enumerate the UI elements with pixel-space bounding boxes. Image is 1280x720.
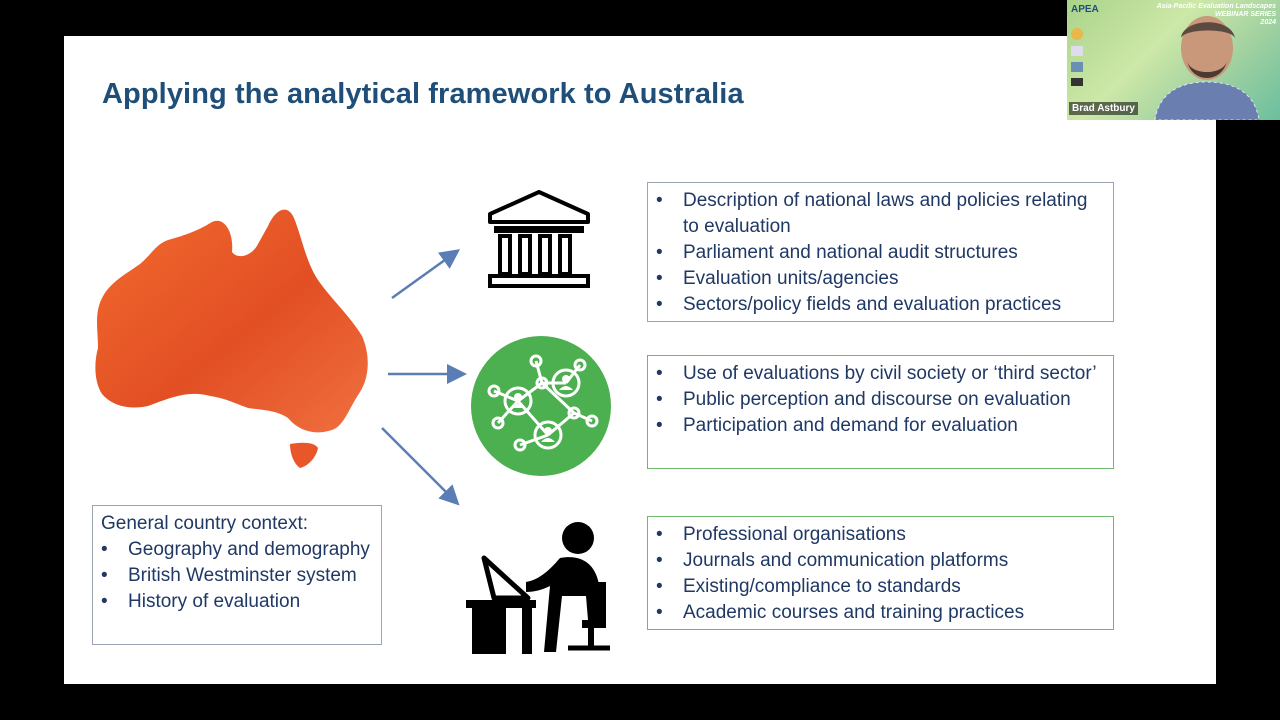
professionalisation-dimension-box: Professional organisations Journals and … <box>647 516 1114 630</box>
list-item: Participation and demand for evaluation <box>656 413 1103 439</box>
arrow-to-profession <box>382 428 456 502</box>
presenter-video-tile[interactable]: APEA Asia-Pacific Evaluation Landscapes … <box>1067 0 1280 120</box>
list-item: Use of evaluations by civil society or ‘… <box>656 361 1103 387</box>
list-item: Academic courses and training practices <box>656 600 1103 626</box>
government-dimension-box: Description of national laws and policie… <box>647 182 1114 322</box>
government-building-icon <box>484 188 594 290</box>
list-item: Sectors/policy fields and evaluation pra… <box>656 292 1103 318</box>
connector-arrows <box>374 236 474 516</box>
sponsor-logos <box>1071 28 1085 86</box>
presentation-slide: Applying the analytical framework to Aus… <box>64 36 1216 684</box>
slide-title: Applying the analytical framework to Aus… <box>102 78 744 111</box>
list-item: British Westminster system <box>101 563 371 589</box>
context-heading: General country context: <box>101 511 371 537</box>
list-item: Description of national laws and policie… <box>656 188 1103 240</box>
arrow-to-government <box>392 252 456 298</box>
presenter-avatar <box>1151 8 1261 120</box>
list-item: Professional organisations <box>656 522 1103 548</box>
list-item: Journals and communication platforms <box>656 548 1103 574</box>
list-item: History of evaluation <box>101 589 371 615</box>
presenter-name-label: Brad Astbury <box>1069 102 1138 115</box>
civil-society-network-icon <box>470 335 612 477</box>
person-at-laptop-icon <box>464 520 610 656</box>
list-item: Evaluation units/agencies <box>656 266 1103 292</box>
apea-logo: APEA <box>1071 4 1099 15</box>
civil-society-dimension-box: Use of evaluations by civil society or ‘… <box>647 355 1114 469</box>
australia-map-icon <box>92 204 372 470</box>
list-item: Geography and demography <box>101 537 371 563</box>
country-context-box: General country context: Geography and d… <box>92 505 382 645</box>
list-item: Existing/compliance to standards <box>656 574 1103 600</box>
list-item: Public perception and discourse on evalu… <box>656 387 1103 413</box>
list-item: Parliament and national audit structures <box>656 240 1103 266</box>
